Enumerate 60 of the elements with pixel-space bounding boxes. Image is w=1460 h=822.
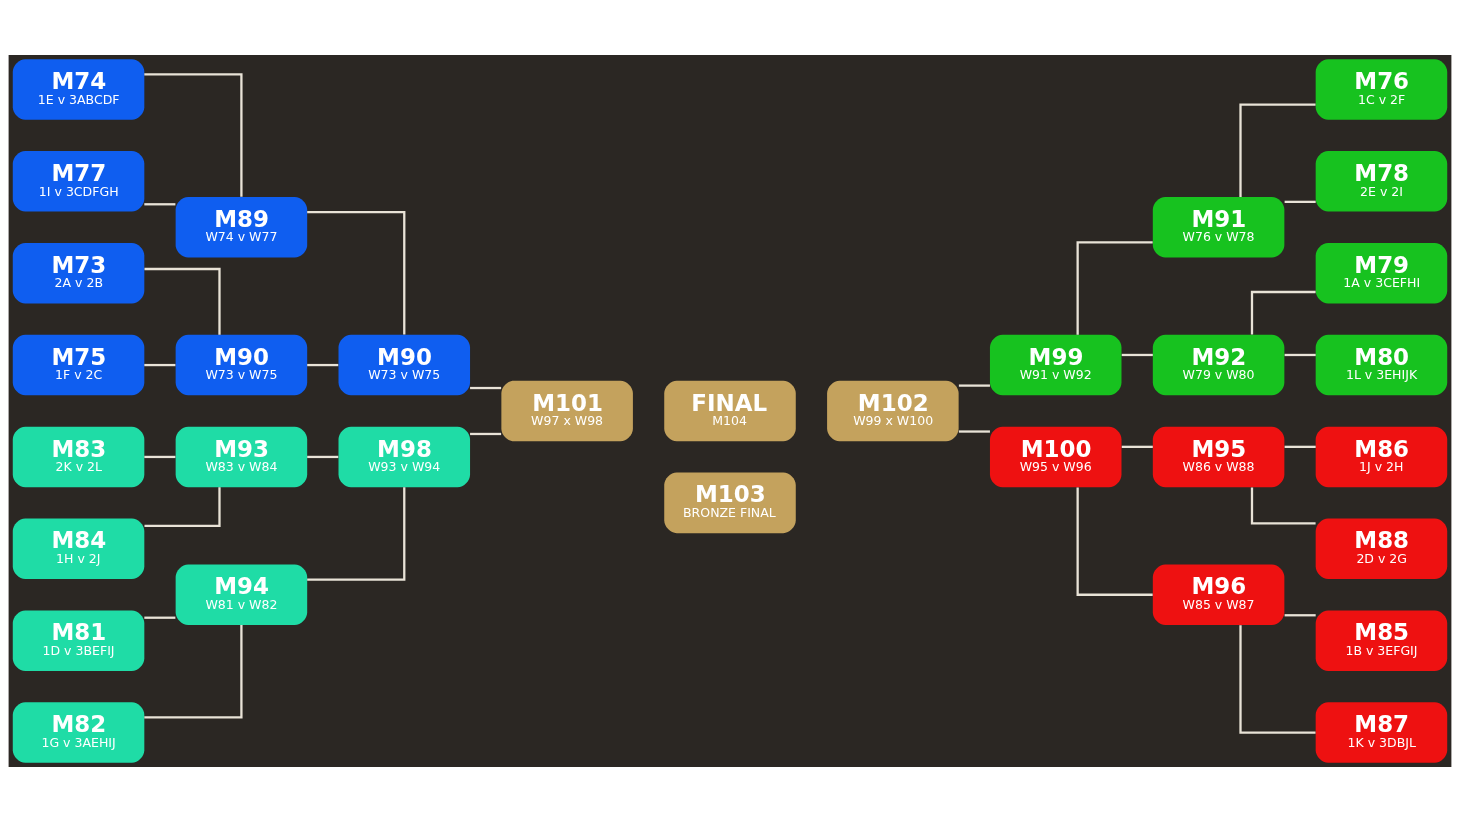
node-box: M76 1C v 2F xyxy=(1315,59,1448,120)
node-box: M99 W91 v W92 xyxy=(989,334,1122,396)
connector xyxy=(1284,614,1316,617)
node-box: M73 2A v 2B xyxy=(12,242,145,304)
node-box: M79 1A v 3CEFHI xyxy=(1315,242,1448,304)
node-box: M90 W73 v W75 xyxy=(338,334,471,396)
connector xyxy=(144,73,243,197)
node-box: M98 W93 v W94 xyxy=(338,426,471,488)
node-box: M93 W83 v W84 xyxy=(175,426,308,488)
connector xyxy=(1250,487,1316,525)
connector xyxy=(307,363,339,367)
connector xyxy=(958,430,990,433)
node-box: M100 W95 v W96 xyxy=(989,426,1122,488)
connector xyxy=(1121,353,1153,357)
node-box: M95 W86 v W88 xyxy=(1152,426,1285,488)
connector xyxy=(1076,487,1153,596)
node-box: M88 2D v 2G xyxy=(1315,518,1448,580)
connector xyxy=(144,363,176,367)
node-box: M92 W79 v W80 xyxy=(1152,334,1285,396)
connector xyxy=(144,625,243,719)
connector xyxy=(958,384,990,387)
node-box: M96 W85 v W87 xyxy=(1152,564,1285,625)
node-box: M74 1E v 3ABCDF xyxy=(12,59,145,120)
node-box: M103 BRONZE FINAL xyxy=(664,472,796,534)
node-box: M77 1I v 3CDFGH xyxy=(12,151,145,212)
node-box: M87 1K v 3DBJL xyxy=(1315,702,1448,763)
node-box: M84 1H v 2J xyxy=(12,518,145,580)
connector xyxy=(307,455,339,459)
connector xyxy=(1239,103,1316,197)
node-box: M75 1F v 2C xyxy=(12,334,145,396)
node-box: M90 W73 v W75 xyxy=(175,334,308,396)
connector xyxy=(1284,445,1316,448)
connector xyxy=(1121,445,1153,448)
connector xyxy=(144,203,176,206)
connector xyxy=(1250,290,1316,335)
node-box: M81 1D v 3BEFIJ xyxy=(12,610,145,671)
node-box: M101 W97 x W98 xyxy=(501,380,633,442)
connector xyxy=(144,616,176,619)
connector xyxy=(470,432,502,436)
node-box: M82 1G v 3AEHIJ xyxy=(12,702,145,763)
node-box: M83 2K v 2L xyxy=(12,426,145,488)
connector xyxy=(307,210,406,335)
node-box: M102 W99 x W100 xyxy=(827,380,959,442)
node-box: FINAL M104 xyxy=(664,380,796,442)
connector xyxy=(470,386,502,390)
connector xyxy=(1284,200,1316,203)
connector xyxy=(144,487,221,527)
connector xyxy=(1239,625,1316,734)
connector xyxy=(144,267,221,335)
node-box: M80 1L v 3EHIJK xyxy=(1315,334,1448,396)
connector xyxy=(307,487,406,581)
node-box: M78 2E v 2I xyxy=(1315,151,1448,212)
connector xyxy=(144,455,176,459)
node-box: M94 W81 v W82 xyxy=(175,564,308,625)
node-box: M85 1B v 3EFGIJ xyxy=(1315,610,1448,671)
connector xyxy=(1076,241,1153,335)
connector xyxy=(1284,353,1316,357)
node-box: M91 W76 v W78 xyxy=(1152,197,1285,258)
node-box: M86 1J v 2H xyxy=(1315,426,1448,488)
node-box: M89 W74 v W77 xyxy=(175,197,308,258)
